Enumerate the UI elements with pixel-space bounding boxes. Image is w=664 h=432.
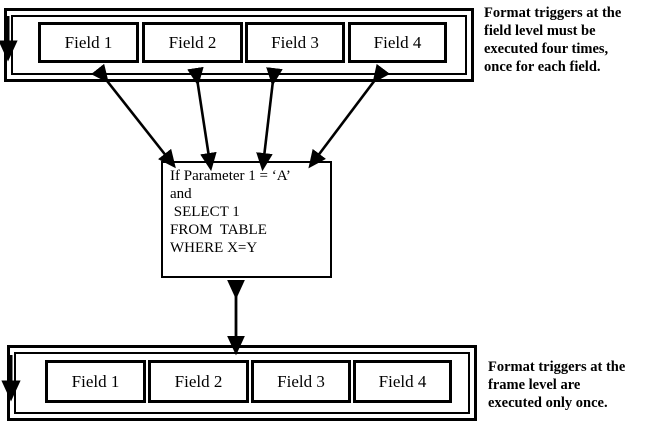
annotation-top-text: Format triggers at the field level must …: [484, 5, 622, 75]
top-field-2[interactable]: Field 2: [142, 22, 243, 63]
condition-box-text: If Parameter 1 = ‘A’ and SELECT 1 FROM T…: [170, 168, 291, 256]
annotation-bottom: Format triggers at the frame level are e…: [488, 358, 664, 412]
bottom-field-4[interactable]: Field 4: [353, 360, 452, 403]
annotation-top: Format triggers at the field level must …: [484, 4, 662, 76]
arrow-field2-condition: [187, 66, 217, 172]
top-field-3[interactable]: Field 3: [245, 22, 345, 63]
bottom-field-4-label: Field 4: [378, 371, 427, 391]
bottom-field-3[interactable]: Field 3: [251, 360, 351, 403]
arrow-field1-condition: [91, 63, 176, 169]
condition-box: If Parameter 1 = ‘A’ and SELECT 1 FROM T…: [161, 161, 332, 278]
top-field-1[interactable]: Field 1: [38, 22, 139, 63]
bottom-field-1[interactable]: Field 1: [45, 360, 146, 403]
annotation-bottom-text: Format triggers at the frame level are e…: [488, 359, 626, 411]
bottom-field-2[interactable]: Field 2: [148, 360, 249, 403]
arrow-field4-condition: [308, 63, 390, 169]
bottom-field-1-label: Field 1: [71, 371, 120, 391]
bottom-field-2-label: Field 2: [174, 371, 223, 391]
top-field-1-label: Field 1: [64, 32, 113, 52]
arrow-field3-condition: [256, 67, 283, 172]
top-field-3-label: Field 3: [271, 32, 319, 52]
top-field-2-label: Field 2: [168, 32, 217, 52]
top-field-4[interactable]: Field 4: [348, 22, 447, 63]
top-field-4-label: Field 4: [373, 32, 422, 52]
bottom-field-3-label: Field 3: [277, 371, 325, 391]
